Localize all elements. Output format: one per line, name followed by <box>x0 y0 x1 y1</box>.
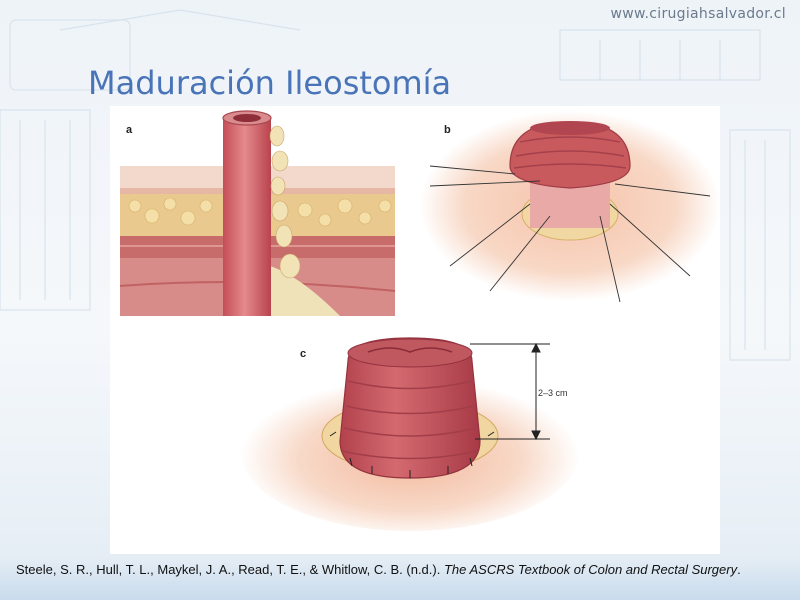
citation-authors: Steele, S. R., Hull, T. L., Maykel, J. A… <box>16 562 444 577</box>
panel-label-b: b <box>444 124 451 136</box>
panel-b-drawing <box>420 111 720 303</box>
citation-book: The ASCRS Textbook of Colon and Rectal S… <box>443 562 738 577</box>
measurement-label: 2–3 cm <box>538 388 568 398</box>
panel-label-a: a <box>126 124 133 136</box>
footer-band <box>0 556 800 600</box>
panel-a-drawing <box>119 110 396 316</box>
panel-c-drawing <box>240 337 580 531</box>
ileostomy-diagram <box>119 110 720 531</box>
medical-illustration: a b c 2–3 cm <box>110 106 720 554</box>
panel-label-c: c <box>300 348 307 360</box>
citation-end: . <box>737 562 741 577</box>
website-url: www.cirugiahsalvador.cl <box>610 6 786 22</box>
slide-title: Maduración Ileostomía <box>88 64 452 102</box>
citation: Steele, S. R., Hull, T. L., Maykel, J. A… <box>16 562 741 577</box>
